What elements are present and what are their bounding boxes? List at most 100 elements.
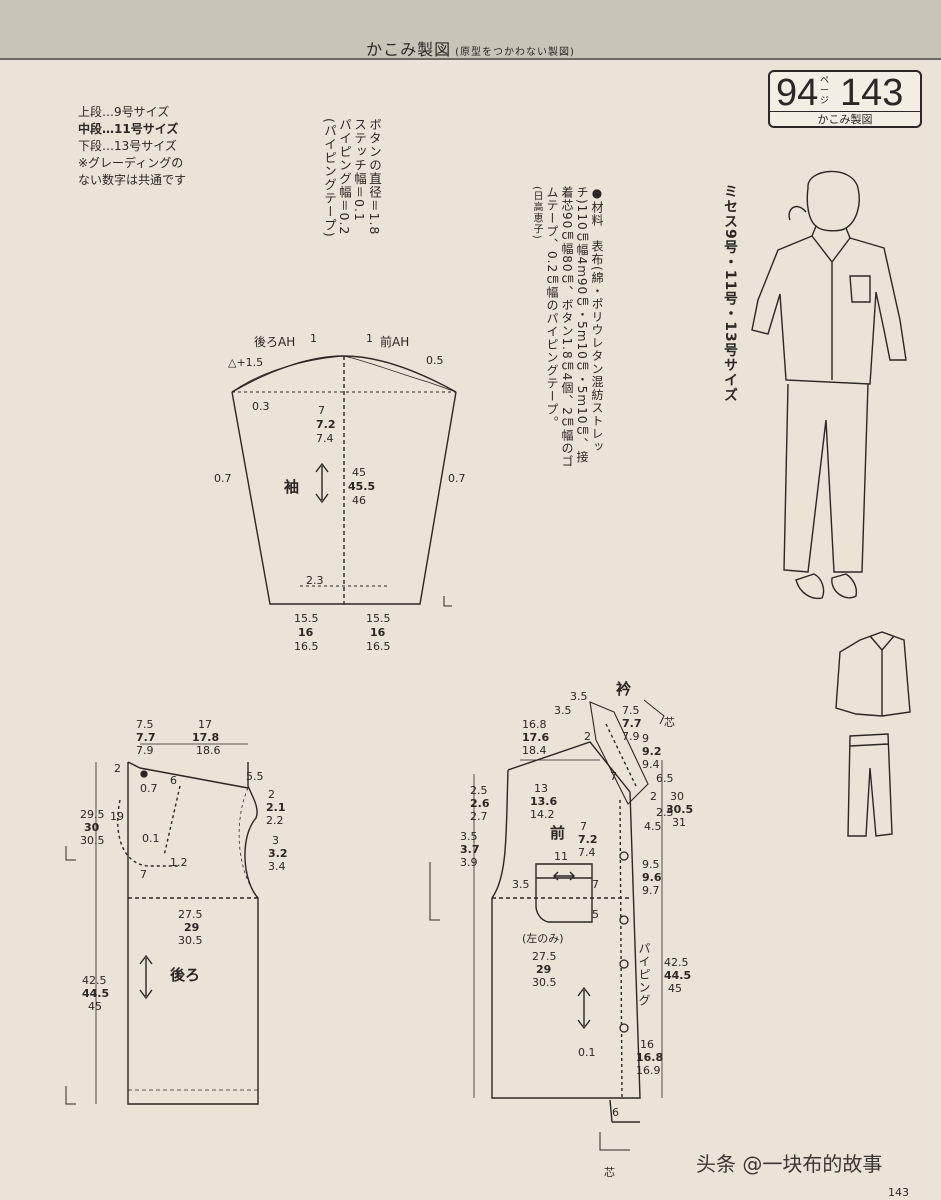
- back-dim: 2: [268, 788, 275, 801]
- front-dim: 7.2: [578, 833, 598, 846]
- back-dim: 3.2: [268, 847, 288, 860]
- sleeve-wl-11: 16: [298, 626, 314, 639]
- sleeve-cap-11: 7.2: [316, 418, 336, 431]
- front-dim: 7: [592, 878, 599, 891]
- front-dim: 7.9: [622, 730, 640, 743]
- front-dim: 6.5: [656, 772, 674, 785]
- front-dim: 16: [640, 1038, 654, 1051]
- sleeve-len-13: 46: [352, 494, 366, 507]
- front-dim: 0.1: [578, 1046, 596, 1059]
- subtitle-text: (原型をつかわない製図): [455, 47, 575, 58]
- materials-line: (日高恵子): [531, 186, 542, 240]
- front-dim: 27.5: [532, 950, 557, 963]
- sleeve-wl-9: 15.5: [294, 612, 319, 625]
- sleeve-dim: 0.5: [426, 354, 444, 367]
- front-dim: 2: [650, 790, 657, 803]
- back-dim: 3: [272, 834, 279, 847]
- sleeve-wr-13: 16.5: [366, 640, 391, 653]
- front-dim: 16.9: [636, 1064, 661, 1077]
- materials-line: ムテープ、0.2㎝幅のパイピングテープ。: [545, 186, 559, 430]
- size-legend: 上段…9号サイズ 中段…11号サイズ 下段…13号サイズ ※グレーディングの な…: [78, 104, 186, 189]
- front-dim: 6: [612, 1106, 619, 1119]
- sleeve-dim: 0.7: [448, 472, 466, 485]
- front-dim: 7.4: [578, 846, 596, 859]
- back-dim: 0.1: [142, 832, 160, 845]
- front-dim: 2.5: [470, 784, 488, 797]
- page-number: 143: [888, 1186, 909, 1199]
- back-dim: 2.2: [266, 814, 284, 827]
- front-dim: 9.2: [642, 745, 662, 758]
- note-line: (パイピングテープ): [322, 118, 337, 238]
- front-dim: 16.8: [522, 718, 547, 731]
- front-dim: 9: [642, 732, 649, 745]
- button-notes: ボタンの直径＝1.8 ステッチ幅＝0.1 パイピング幅＝0.2 (パイピングテー…: [322, 118, 382, 248]
- front-dim: 2.7: [470, 810, 488, 823]
- back-dim: 0.7: [140, 782, 158, 795]
- back-dim: 18.6: [196, 744, 221, 757]
- badge-page-mark: ページ: [820, 76, 830, 106]
- title-text: かこみ製図: [366, 40, 452, 59]
- watermark: 头条 @一块布的故事: [696, 1152, 883, 1176]
- sleeve-len-11: 45.5: [348, 480, 375, 493]
- interfacing-label: 芯: [664, 715, 675, 729]
- back-dim: 1.2: [170, 856, 188, 869]
- sleeve-dim: 2.3: [306, 574, 324, 587]
- pocket-note: (左のみ): [522, 932, 564, 945]
- back-dim: 7: [140, 868, 147, 881]
- back-dim: 45: [88, 1000, 102, 1013]
- collar-label: 衿: [616, 680, 631, 698]
- front-dim: 3.9: [460, 856, 478, 869]
- front-dim: 31: [672, 816, 686, 829]
- sleeve-wr-11: 16: [370, 626, 386, 639]
- model-illustration: [751, 170, 907, 600]
- back-dim: 6: [170, 774, 177, 787]
- grain-arrows: [139, 462, 591, 1030]
- back-dim: 7.5: [136, 718, 154, 731]
- sleeve-pattern: [231, 355, 457, 605]
- back-dim: 2: [114, 762, 121, 775]
- front-dim: 3.7: [460, 843, 480, 856]
- model-size-title: ミセス9号・11号・13号サイズ: [722, 184, 738, 403]
- sleeve-dim: 0.7: [214, 472, 232, 485]
- back-dim: 27.5: [178, 908, 203, 921]
- front-dim: 13: [534, 782, 548, 795]
- badge-right-number: 143: [840, 72, 904, 114]
- front-dim: 13.6: [530, 795, 557, 808]
- front-dim: 7.7: [622, 717, 642, 730]
- front-dim: 3.5: [554, 704, 572, 717]
- front-dim: 14.2: [530, 808, 555, 821]
- materials-line: ●材料 表布(綿・ポリウレタン混紡ストレッ: [590, 186, 604, 454]
- front-dim: 3.5: [570, 690, 588, 703]
- back-dim: 29: [184, 921, 199, 934]
- legend-line: 上段…9号サイズ: [78, 105, 170, 119]
- sleeve-cap-9: 7: [318, 404, 325, 417]
- front-dim: 9.6: [642, 871, 662, 884]
- front-dim: 2.5: [656, 806, 674, 819]
- sleeve-label: 袖: [284, 478, 299, 496]
- back-dim: 19: [110, 810, 124, 823]
- materials-line: チ)110㎝幅4m90㎝・5m10㎝・5m10㎝、接: [575, 186, 589, 464]
- page-reference-badge: 94 ページ 143 かこみ製図: [768, 70, 922, 128]
- front-dim: 9.5: [642, 858, 660, 871]
- legend-line: 下段…13号サイズ: [78, 139, 177, 153]
- button-marks: [140, 770, 629, 1033]
- page-title: かこみ製図(原型をつかわない製図): [0, 36, 941, 60]
- sleeve-cap-13: 7.4: [316, 432, 334, 445]
- badge-caption: かこみ製図: [770, 111, 920, 128]
- interfacing-label-bottom: 芯: [604, 1165, 615, 1179]
- back-dim: 44.5: [82, 987, 109, 1000]
- note-line: パイピング幅＝0.2: [337, 118, 352, 236]
- page-header: かこみ製図(原型をつかわない製図): [0, 0, 941, 60]
- back-dim: 29.5: [80, 808, 105, 821]
- note-line: ボタンの直径＝1.8: [367, 118, 382, 236]
- back-dim: 7.9: [136, 744, 154, 757]
- back-dim: 30.5: [80, 834, 105, 847]
- front-dim: 4.5: [644, 820, 662, 833]
- front-dim: 11: [554, 850, 568, 863]
- front-ah-label: 前AH: [380, 334, 409, 349]
- front-dim: 7: [610, 770, 617, 783]
- front-dim: 7: [580, 820, 587, 833]
- sleeve-dim: 0.3: [252, 400, 270, 413]
- front-dim: 2: [584, 730, 591, 743]
